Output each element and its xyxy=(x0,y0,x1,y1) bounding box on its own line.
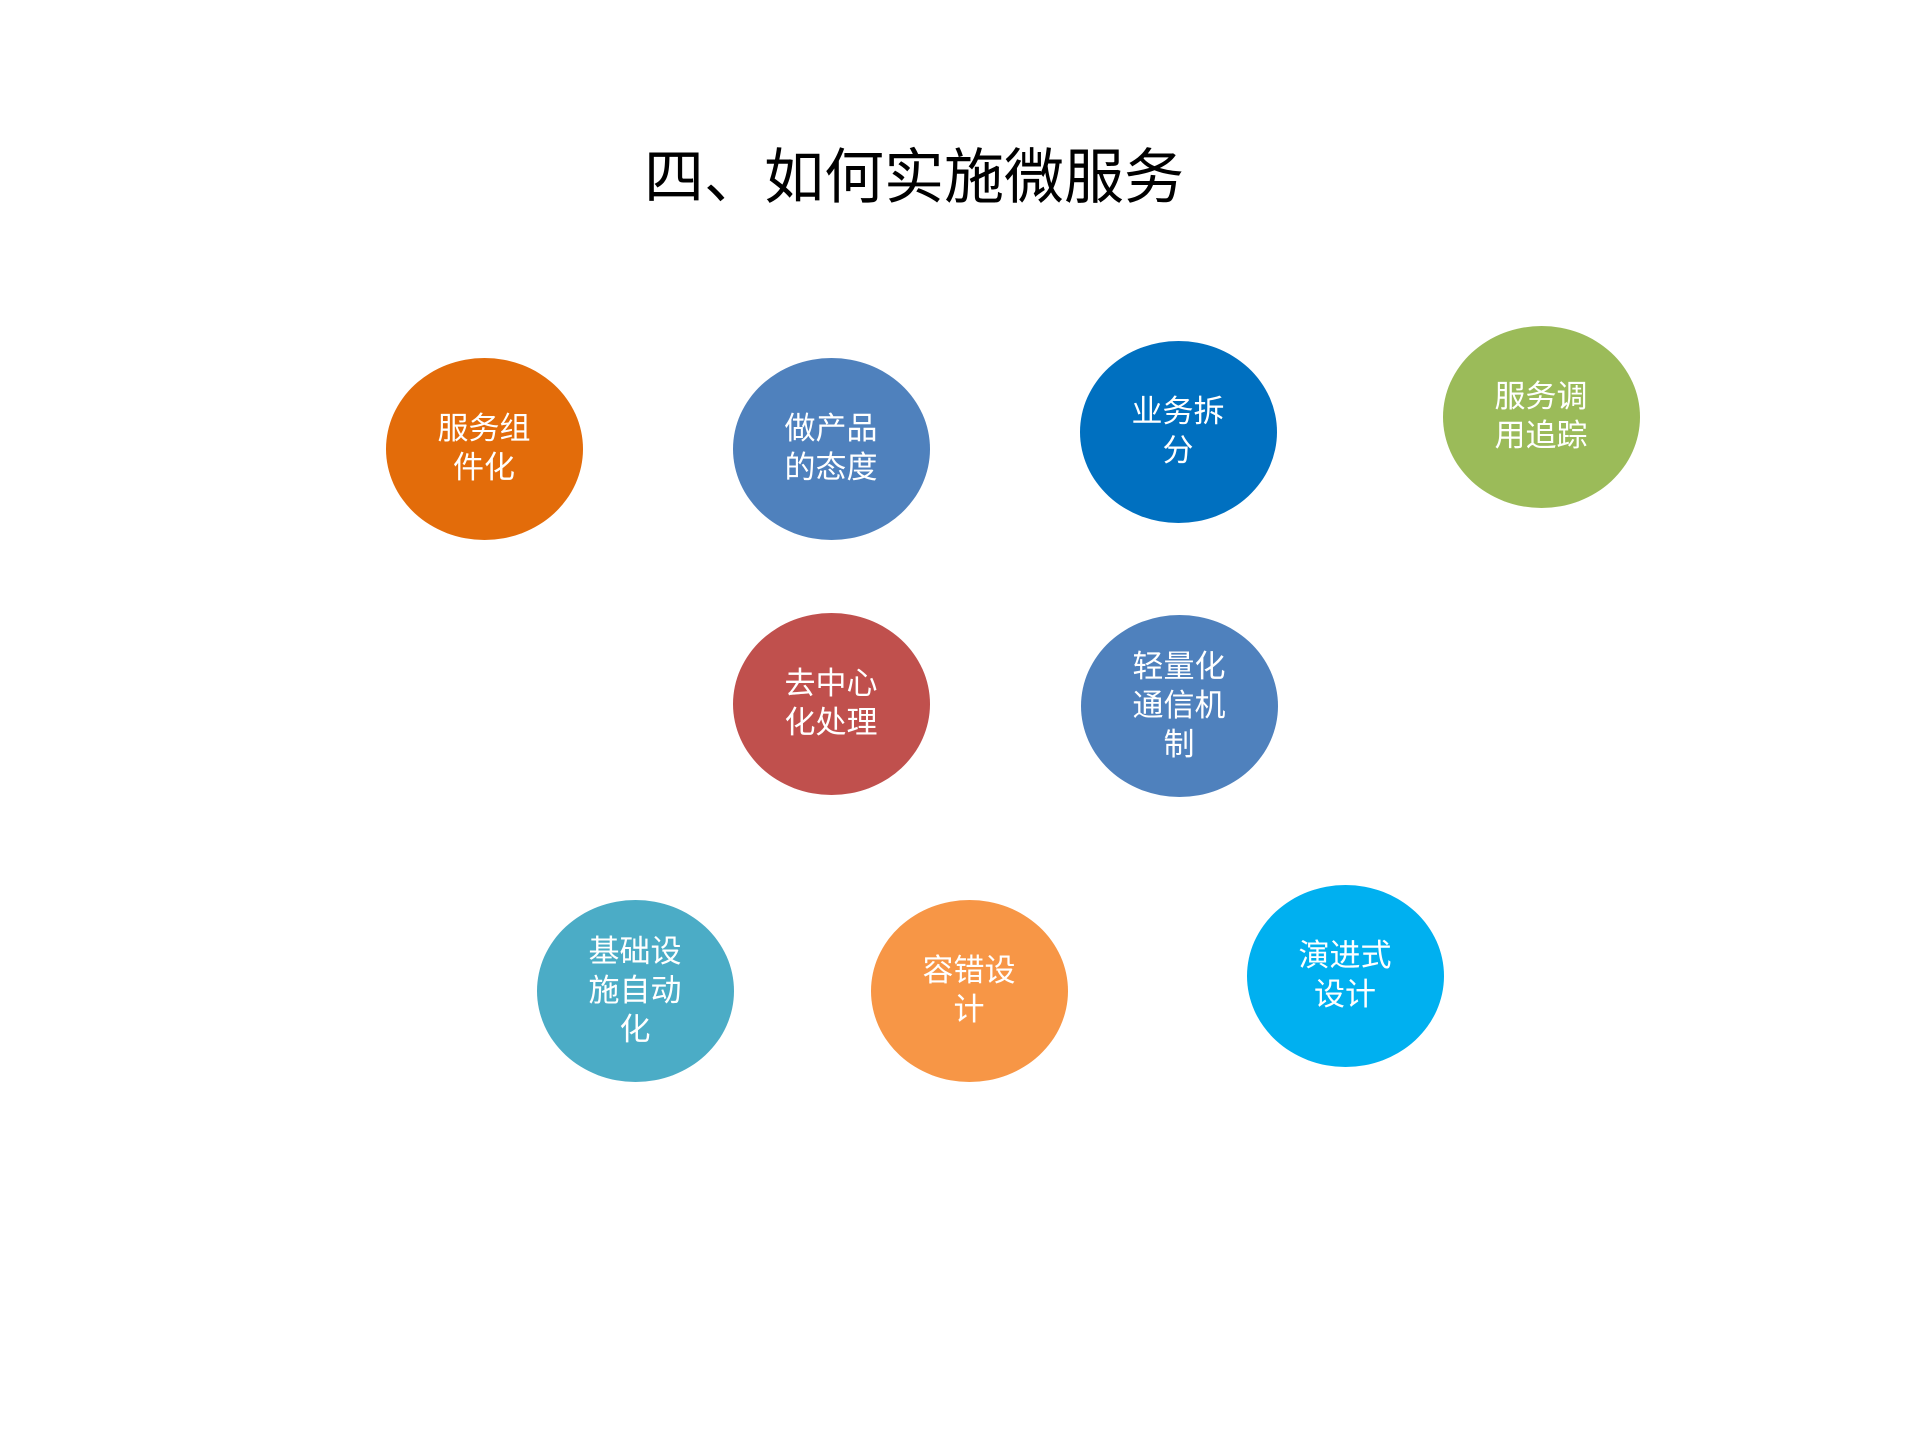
slide-title: 四、如何实施微服务 xyxy=(644,143,1184,213)
node-label: 演进式设计 xyxy=(1298,938,1392,1013)
node-product-attitude: 做产品的态度 xyxy=(732,358,930,540)
node-fault-tolerance-design: 容错设计 xyxy=(870,900,1068,1082)
node-label: 业务拆分 xyxy=(1131,394,1225,469)
node-label: 做产品的态度 xyxy=(784,411,878,486)
node-decentralized-processing: 去中心化处理 xyxy=(732,613,930,795)
node-service-componentization: 服务组件化 xyxy=(385,358,583,540)
node-business-split: 业务拆分 xyxy=(1079,341,1277,523)
node-label: 基础设施自动化 xyxy=(588,933,682,1048)
node-service-call-tracing: 服务调用追踪 xyxy=(1442,326,1640,508)
node-label: 轻量化通信机制 xyxy=(1132,648,1226,763)
node-evolutionary-design: 演进式设计 xyxy=(1246,885,1444,1067)
node-label: 服务组件化 xyxy=(437,411,531,486)
node-infrastructure-automation: 基础设施自动化 xyxy=(536,900,734,1082)
node-label: 容错设计 xyxy=(922,953,1016,1028)
node-lightweight-communication: 轻量化通信机制 xyxy=(1080,615,1278,797)
node-label: 服务调用追踪 xyxy=(1494,379,1588,454)
node-label: 去中心化处理 xyxy=(784,666,878,741)
